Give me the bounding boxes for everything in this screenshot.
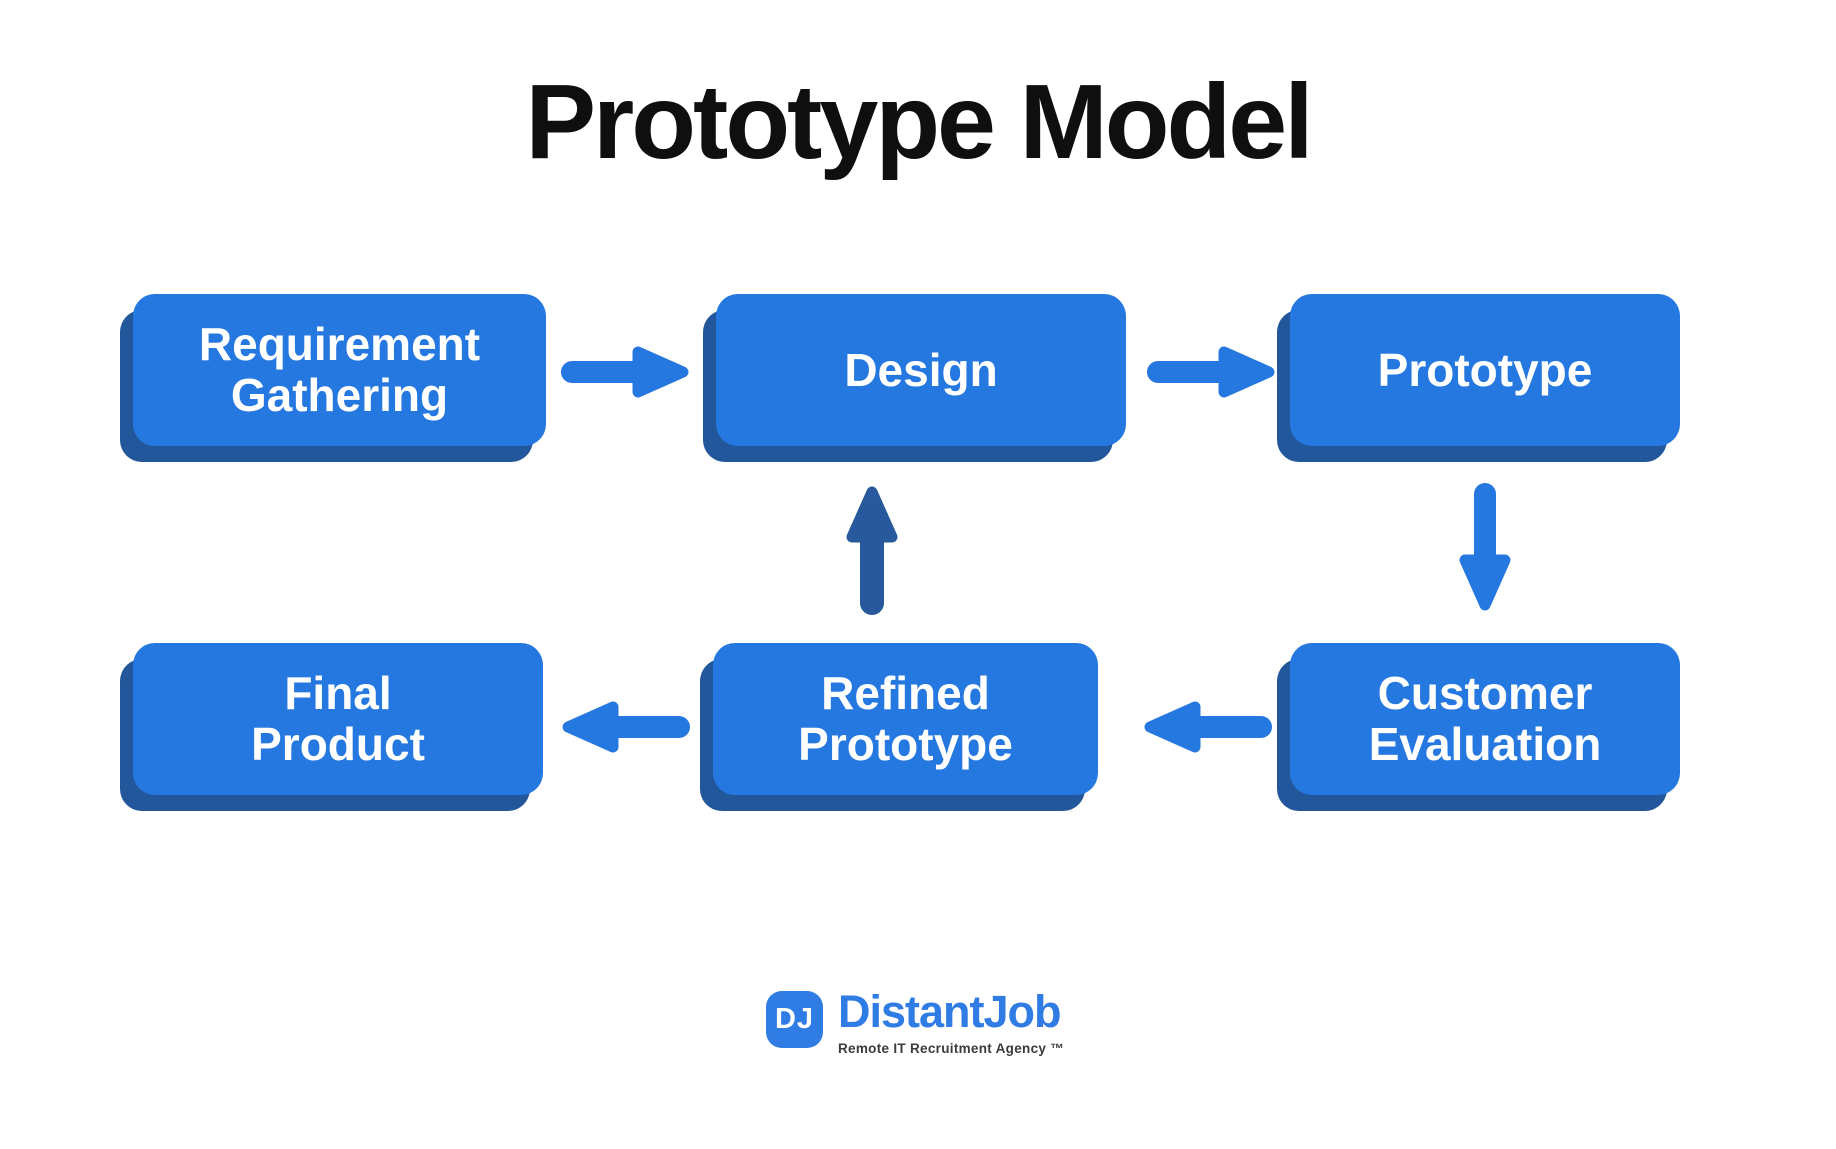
right-arrow-icon bbox=[1147, 346, 1275, 398]
node-label-line: Refined bbox=[821, 667, 990, 720]
node-refined-prototype: Refined Prototype bbox=[713, 643, 1098, 795]
node-design: Design bbox=[716, 294, 1126, 446]
node-label-line: Customer bbox=[1377, 667, 1593, 720]
distantjob-logo: DJ DistantJob Remote IT Recruitment Agen… bbox=[766, 986, 1065, 1056]
node-label-line: Gathering bbox=[230, 369, 449, 421]
node-label-line: Requirement bbox=[198, 318, 481, 371]
connector-customer-evaluation-to-refined-prototype bbox=[1138, 695, 1273, 759]
left-arrow-icon bbox=[562, 701, 690, 753]
distantjob-logo-icon: DJ bbox=[766, 991, 823, 1048]
node-label-line: Prototype bbox=[1377, 343, 1593, 396]
connector-requirement-to-design bbox=[560, 340, 695, 404]
node-label-line: Evaluation bbox=[1368, 718, 1602, 770]
up-arrow-icon bbox=[846, 486, 898, 615]
node-label-line: Final bbox=[284, 667, 392, 720]
connector-refined-prototype-to-final-product bbox=[556, 695, 691, 759]
connector-design-to-prototype bbox=[1146, 340, 1281, 404]
logo-monogram: DJ bbox=[774, 1003, 815, 1035]
node-prototype: Prototype bbox=[1290, 294, 1680, 446]
node-label-line: Prototype bbox=[798, 718, 1013, 770]
connector-refined-prototype-to-design bbox=[840, 480, 904, 615]
logo-wordmark: DistantJob bbox=[838, 986, 1062, 1037]
left-arrow-icon bbox=[1144, 701, 1272, 753]
node-label-line: Design bbox=[844, 343, 998, 396]
down-arrow-icon bbox=[1459, 483, 1511, 611]
logo-text-block: DistantJob Remote IT Recruitment Agency … bbox=[838, 986, 1065, 1056]
logo-tagline: Remote IT Recruitment Agency ™ bbox=[838, 1040, 1065, 1056]
connector-prototype-to-customer-evaluation bbox=[1453, 482, 1517, 617]
diagram-title: Prototype Model bbox=[525, 63, 1313, 181]
node-final-product: Final Product bbox=[133, 643, 543, 795]
node-label-line: Product bbox=[251, 718, 425, 770]
right-arrow-icon bbox=[561, 346, 689, 398]
node-requirement-gathering: Requirement Gathering bbox=[133, 294, 546, 446]
node-customer-evaluation: Customer Evaluation bbox=[1290, 643, 1680, 795]
